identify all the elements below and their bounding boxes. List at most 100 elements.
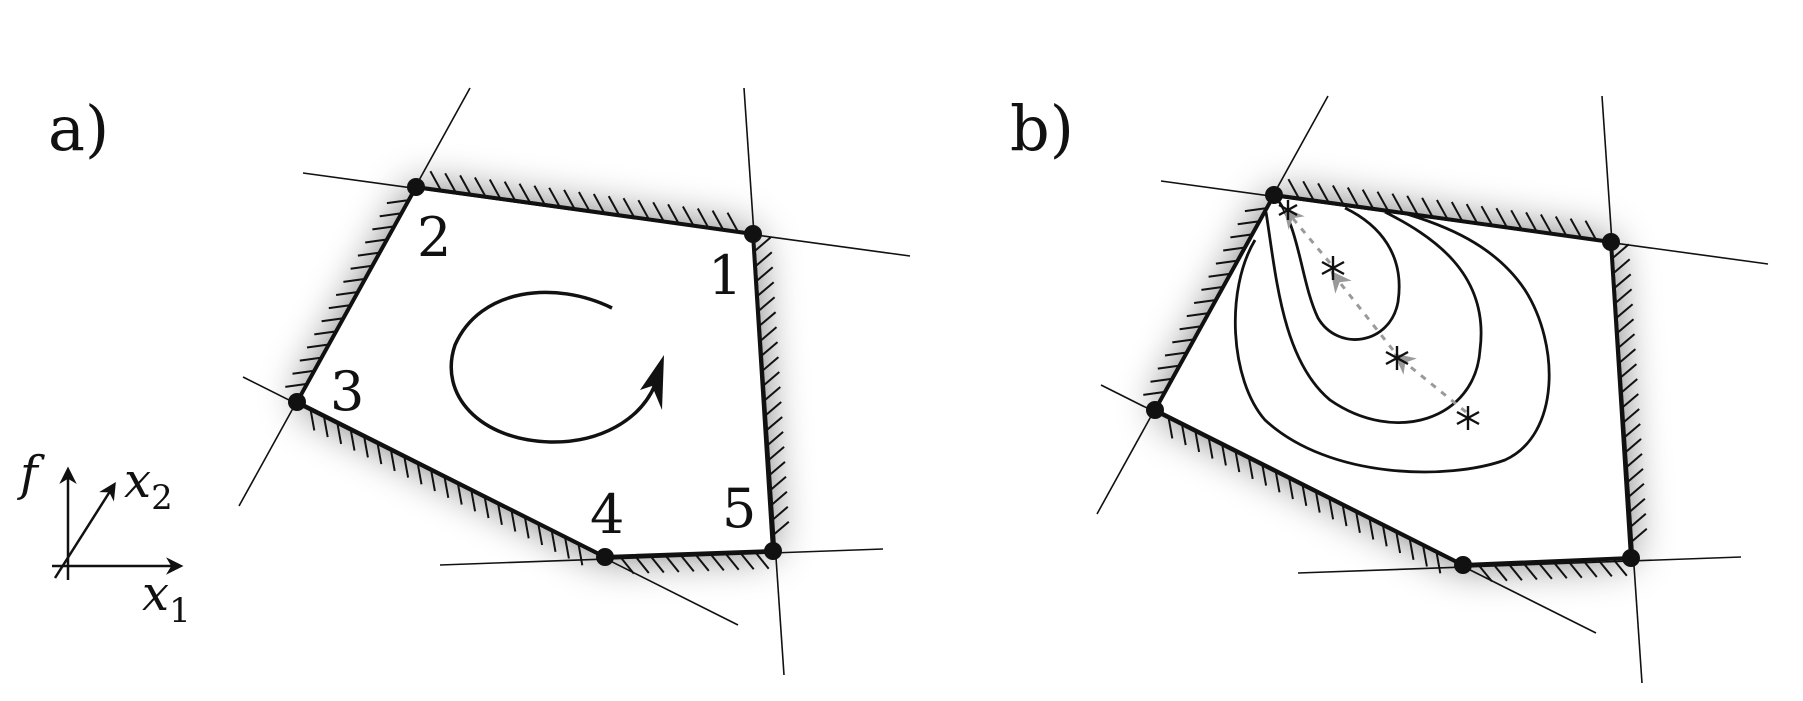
hatch-mark [1495,207,1508,228]
hatch-mark [1477,563,1493,583]
hatch-mark [766,446,785,462]
hatch-mark [1615,303,1634,320]
hatch-mark [470,489,477,512]
hatch-mark [1301,484,1308,506]
hatch-mark [761,371,780,388]
optimization-path [1283,206,1467,414]
hatch-mark [349,428,356,451]
panel-a-feasible-region [294,184,776,560]
hatch-mark [1381,524,1388,547]
hatch-mark [1244,207,1267,213]
vertex-label-5: 5 [722,477,756,540]
hatch-mark [1215,259,1238,265]
hatch-mark [379,212,402,218]
hatch-mark [1408,537,1415,560]
objective-level-curves [1233,194,1551,474]
hatch-mark [503,181,517,202]
hatch-mark [474,177,487,198]
hatch-mark [1625,468,1644,484]
vertex-4 [596,548,614,566]
hatch-mark [622,197,636,218]
panel-b: b) [1010,92,1769,684]
hatch-mark [709,552,725,572]
hatch-mark [483,496,490,519]
hatch-mark [1465,203,1479,224]
hatch-mark [314,330,337,336]
hatch-mark [1341,504,1348,527]
hatch-mark [1143,390,1166,396]
vertex [1622,549,1640,567]
cycle-arrow-icon [449,290,664,444]
hatch-mark [518,183,532,204]
hatch-mark [1194,430,1201,453]
hatch-mark [497,502,503,525]
hatch-mark [1619,378,1638,395]
vertex [1602,233,1620,251]
hatch-mark [1623,438,1642,454]
hatch-mark [1317,182,1330,204]
hatch-mark [309,408,316,431]
hatch-mark [363,435,369,458]
hatch-mark [1172,338,1195,344]
hatch-mark [726,212,739,233]
hatch-mark [1287,178,1300,199]
hatch-mark [1261,463,1268,486]
hatch-mark [1223,246,1246,252]
hatch-mark [1612,258,1631,275]
vertex-2 [407,178,425,196]
hatch-mark [765,431,784,447]
hatch-mark [1584,220,1597,241]
hatch-mark [1157,364,1180,370]
hatch-mark [365,238,388,244]
hatch-mark [321,317,344,323]
hatch-mark [1436,199,1449,220]
hatch-mark [1221,443,1227,466]
panel-a-constraint-hatching [285,170,790,575]
hatch-mark [299,356,322,362]
hatch-mark [1302,180,1315,202]
hatch-mark [679,553,695,573]
hatch-mark [523,516,530,539]
hatch-mark [739,551,755,570]
hatch-mark [682,206,695,227]
hatch-mark [389,449,396,472]
hatch-mark [634,555,650,574]
hatch-mark [755,266,774,283]
hatch-mark [1230,233,1253,239]
hatch-mark [1569,218,1583,239]
hatch-mark [1624,453,1643,469]
hatch-mark [1618,363,1638,380]
hatch-mark [1186,312,1209,318]
hatch-mark [577,543,584,566]
hatch-mark [753,236,772,253]
hatch-mark [1617,333,1636,350]
hatch-mark [306,343,329,349]
hatch-mark [335,291,359,296]
hatch-mark [1435,551,1442,574]
hatch-mark [1355,510,1361,533]
vertex-label-4: 4 [590,483,624,546]
panel-a-vertices [288,178,782,566]
hatch-mark [1179,325,1202,331]
hatch-mark [637,199,650,220]
hatch-mark [510,509,517,532]
hatch-mark [1611,243,1630,260]
hatch-mark [537,523,544,546]
hatch-mark [1540,214,1553,235]
hatch-mark [322,415,329,438]
hatch-mark [1616,318,1635,335]
axis-label-x2: x2 [124,453,173,518]
vertex-label-2: 2 [417,206,451,269]
vertex-1 [744,225,762,243]
hatch-mark [376,442,383,465]
hatch-mark [1274,470,1281,493]
hatch-mark [1201,285,1224,291]
hatch-mark [1208,272,1231,278]
asterisk-icon [1385,346,1409,370]
hatch-mark [386,199,409,205]
hatch-mark [760,341,779,358]
hatch-mark [763,401,782,418]
vertex-label-3: 3 [330,360,364,423]
hatch-mark [443,476,450,498]
